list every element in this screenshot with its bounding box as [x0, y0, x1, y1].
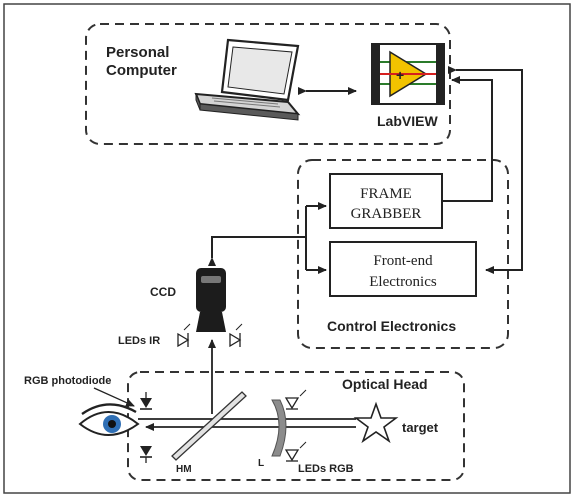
personal-computer-block — [85, 23, 451, 145]
frame-grabber-label-line2: GRABBER — [351, 206, 422, 222]
svg-text:+: + — [396, 67, 404, 83]
outer-border — [3, 3, 571, 494]
ccd-camera-icon — [196, 268, 226, 332]
led-rgb-upper-icon — [284, 389, 307, 410]
led-rgb-lower-icon — [284, 441, 307, 462]
frame-grabber-label-line1: FRAME — [360, 186, 412, 202]
half-mirror-label: HM — [176, 464, 192, 475]
target-star-icon — [353, 401, 399, 444]
rgb-photodiode-label: RGB photodiode — [24, 375, 111, 387]
front-end-label-line2: Electronics — [369, 274, 437, 290]
leds-rgb-label: LEDs RGB — [298, 463, 354, 475]
frame-grabber-to-labview-link — [442, 76, 493, 202]
led-ir-left-icon — [177, 323, 191, 348]
labview-icon: + — [371, 43, 445, 105]
labview-front-end-link — [448, 66, 523, 274]
leds-ir-label: LEDs IR — [118, 335, 160, 347]
laptop-icon — [194, 38, 301, 121]
photodiode-lower-icon — [140, 446, 152, 463]
ccd-bus-link — [208, 236, 306, 266]
frame-grabber-box — [329, 173, 443, 229]
target-label: target — [402, 420, 439, 435]
half-mirror-icon — [171, 391, 247, 461]
ccd-label: CCD — [150, 285, 176, 299]
lens-icon — [271, 399, 287, 457]
front-end-label-line1: Front-end — [373, 253, 433, 269]
control-electronics-block — [297, 159, 509, 349]
control-electronics-label: Control Electronics — [327, 318, 456, 334]
personal-computer-label-line1: Personal — [106, 44, 169, 61]
lens-label: L — [258, 458, 264, 469]
labview-label: LabVIEW — [377, 113, 438, 129]
led-ir-right-icon — [229, 323, 243, 348]
photodiode-upper-icon — [140, 392, 152, 410]
eye-icon — [78, 403, 140, 436]
personal-computer-label-line2: Computer — [106, 62, 177, 79]
optical-head-label: Optical Head — [342, 376, 428, 392]
optical-head-block — [127, 371, 465, 481]
rgb-photodiode-pointer — [93, 387, 135, 407]
